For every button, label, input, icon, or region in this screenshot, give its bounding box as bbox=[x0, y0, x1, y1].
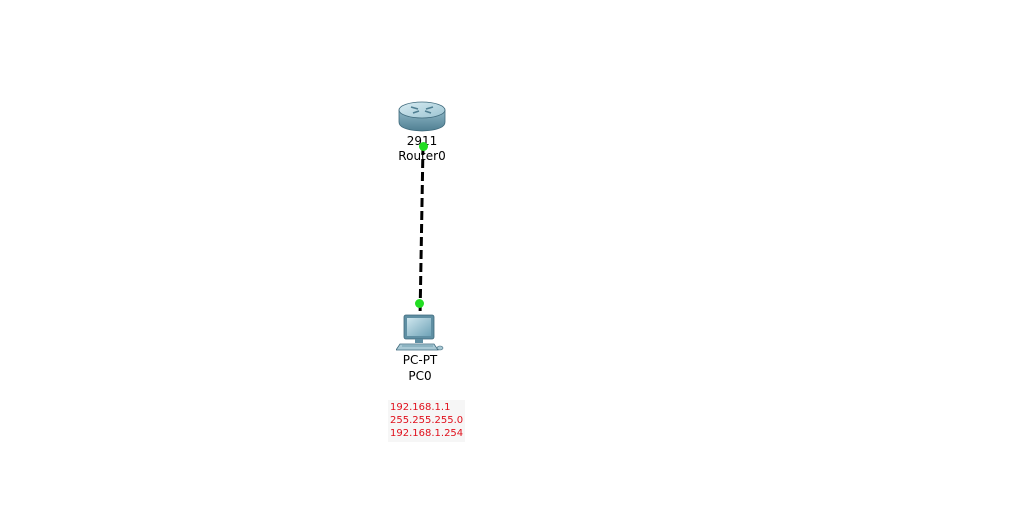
ethernet-link[interactable] bbox=[418, 145, 425, 319]
ip-config-note[interactable]: 192.168.1.1 255.255.255.0 192.168.1.254 bbox=[388, 400, 466, 442]
pc-model-label: PC-PT bbox=[402, 353, 438, 367]
note-gateway: 192.168.1.254 bbox=[390, 428, 464, 439]
router-name-label[interactable]: Router0 bbox=[398, 149, 446, 163]
router-model-label: 2911 bbox=[406, 134, 438, 148]
pc-name-label[interactable]: PC0 bbox=[408, 369, 432, 383]
router-device[interactable] bbox=[397, 98, 447, 138]
note-ip-address: 192.168.1.1 bbox=[390, 402, 451, 413]
router-port-status bbox=[419, 142, 428, 151]
note-subnet-mask: 255.255.255.0 bbox=[390, 415, 464, 426]
router-icon bbox=[398, 101, 446, 132]
pc-device[interactable] bbox=[395, 313, 444, 357]
pc-port-status bbox=[415, 299, 424, 308]
pc-icon bbox=[395, 314, 444, 351]
